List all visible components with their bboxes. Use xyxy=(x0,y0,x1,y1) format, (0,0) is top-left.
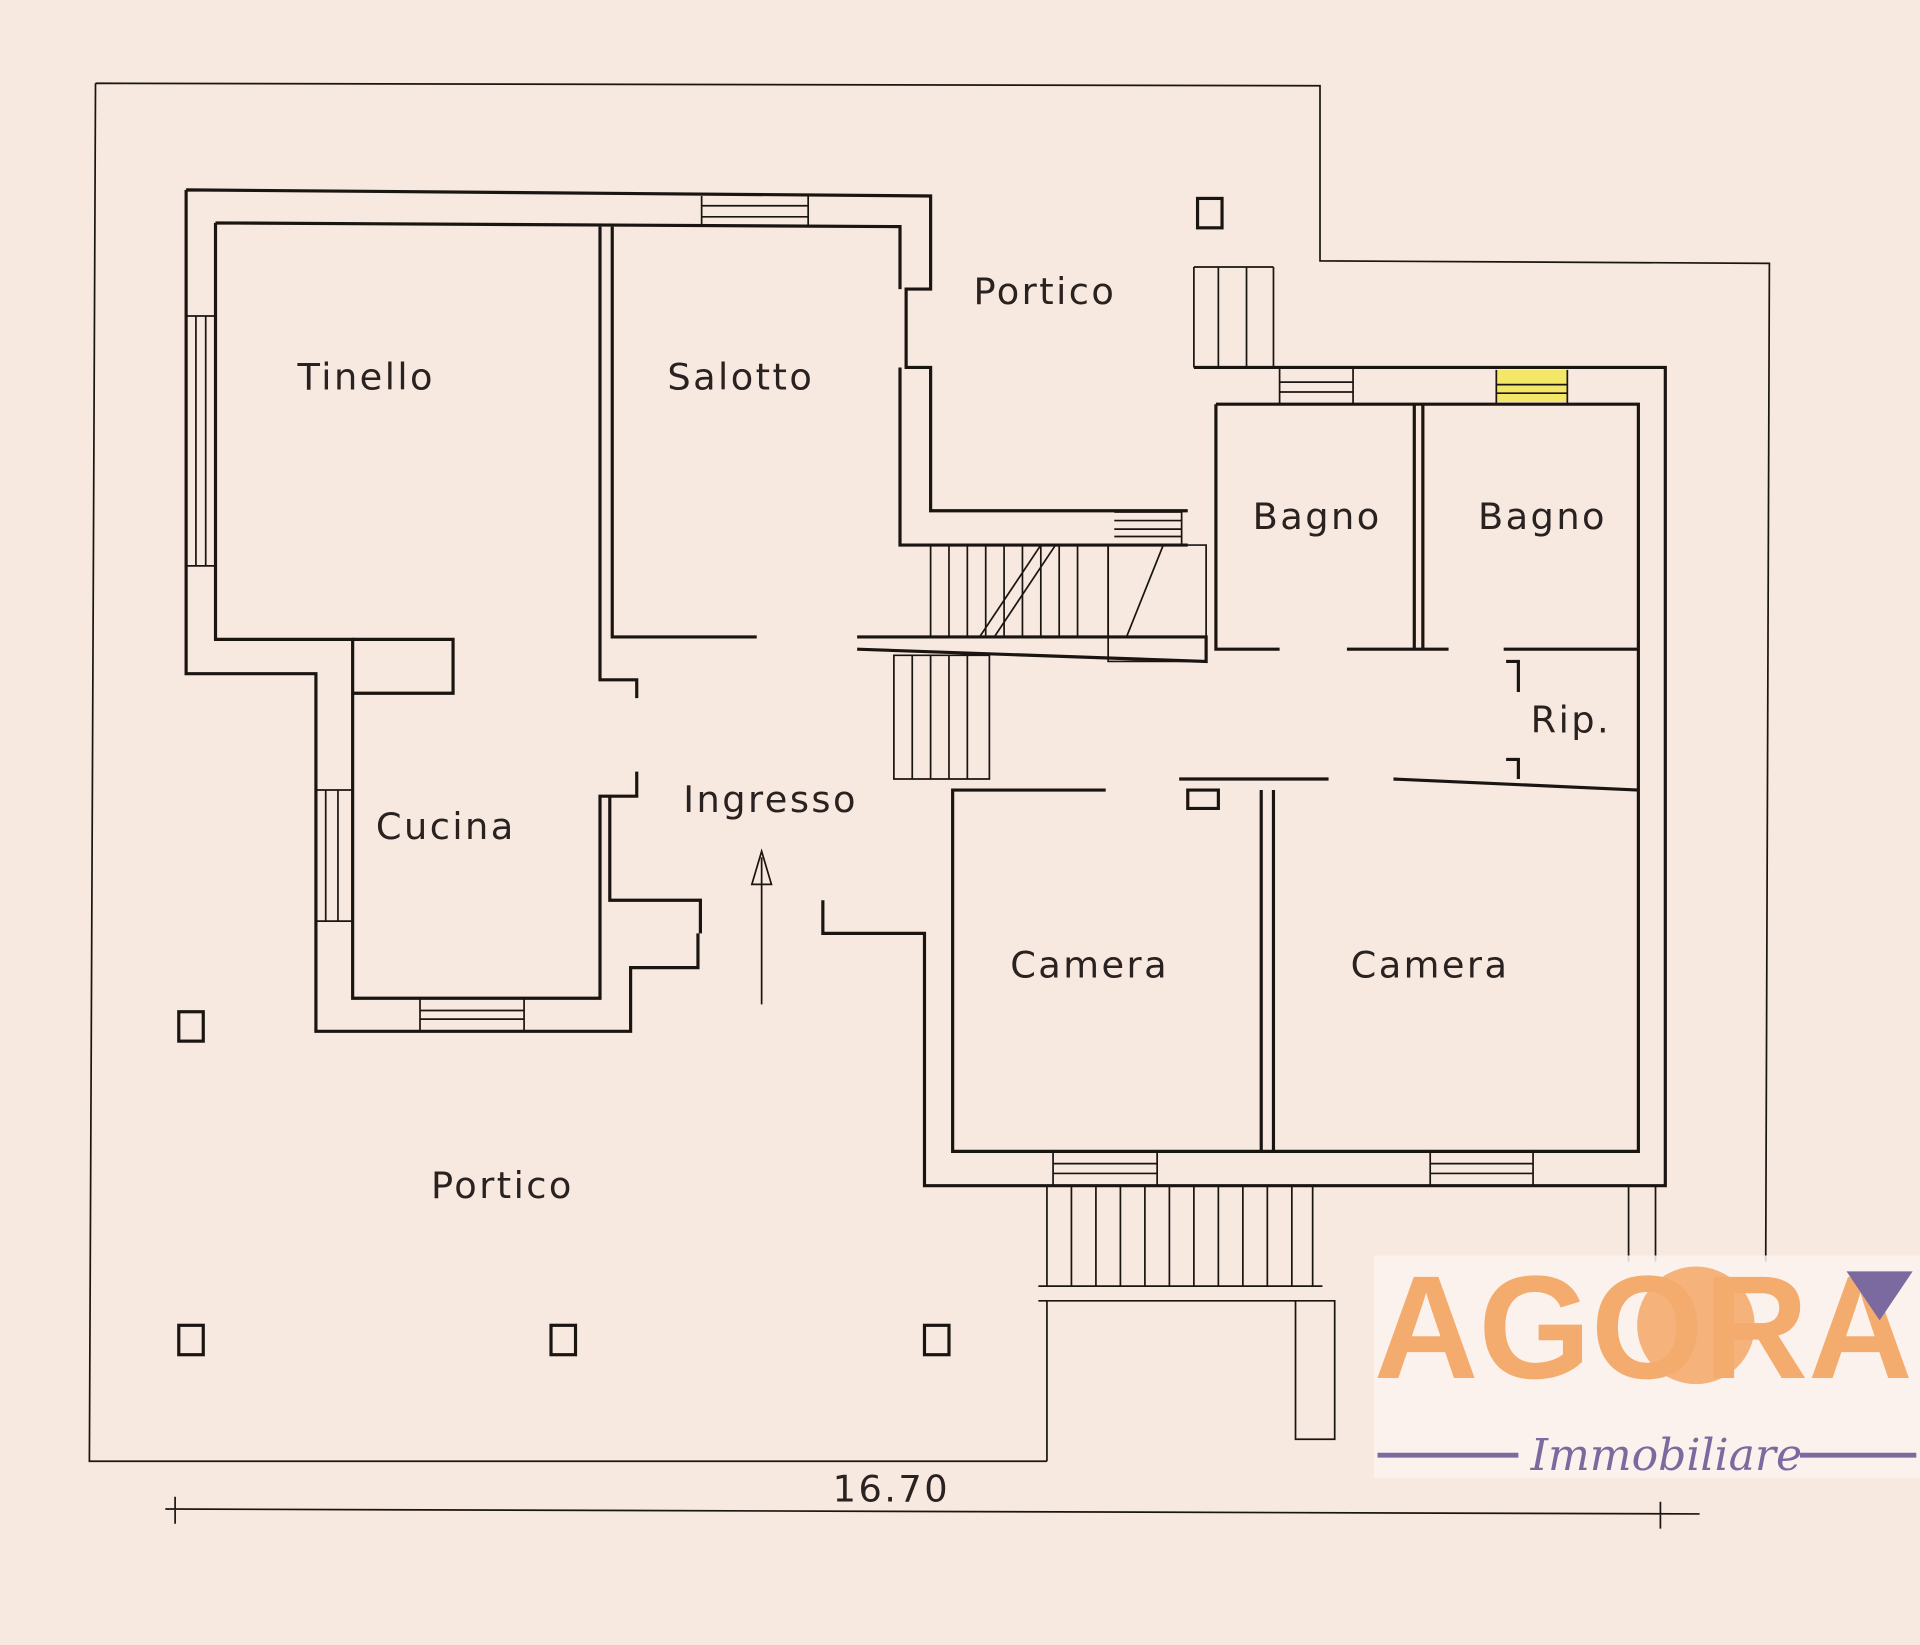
wall-right-block xyxy=(951,365,1667,1188)
plot-boundary xyxy=(88,82,1771,1463)
dimension-label: 16.70 xyxy=(833,1468,950,1511)
stairs-external-top xyxy=(1193,266,1275,368)
room-label-ingresso: Ingresso xyxy=(683,778,858,821)
room-label-cucina: Cucina xyxy=(376,805,516,848)
window-camera-1 xyxy=(1052,1151,1158,1186)
wall-tinello-salotto xyxy=(352,226,757,699)
room-label-bagno-1: Bagno xyxy=(1253,495,1382,538)
room-label-ripostiglio: Rip. xyxy=(1531,698,1612,741)
window-tinello xyxy=(186,315,216,567)
room-label-camera-2: Camera xyxy=(1351,943,1510,986)
room-label-camera-1: Camera xyxy=(1010,943,1169,986)
window-cucina-bottom xyxy=(419,998,525,1032)
room-label-salotto: Salotto xyxy=(667,356,814,399)
room-label-portico-top: Portico xyxy=(973,270,1116,313)
room-label-tinello: Tinello xyxy=(297,356,435,399)
window-salotto xyxy=(700,195,810,227)
window-cucina-side xyxy=(315,789,353,922)
window-bagno-1 xyxy=(1278,367,1354,405)
wall-ingresso xyxy=(608,635,1208,1188)
entrance-arrow-icon xyxy=(750,848,773,1005)
columns xyxy=(177,196,1224,1357)
stairs-external-bottom xyxy=(1038,1185,1657,1462)
window-camera-2 xyxy=(1429,1151,1534,1186)
dimension-line xyxy=(165,1496,1700,1529)
stairs-internal xyxy=(893,511,1207,780)
agora-logo: AGORA Immobiliare xyxy=(1374,1246,1920,1481)
room-label-portico-bottom: Portico xyxy=(431,1164,574,1207)
room-label-bagno-2: Bagno xyxy=(1478,495,1607,538)
window-bagno-2 xyxy=(1495,369,1569,405)
logo-subtitle: Immobiliare xyxy=(1530,1430,1802,1481)
wall-left-block xyxy=(184,188,1188,1033)
logo-wordmark: AGORA xyxy=(1374,1246,1913,1410)
window-bagno-2-highlight xyxy=(1496,369,1568,402)
